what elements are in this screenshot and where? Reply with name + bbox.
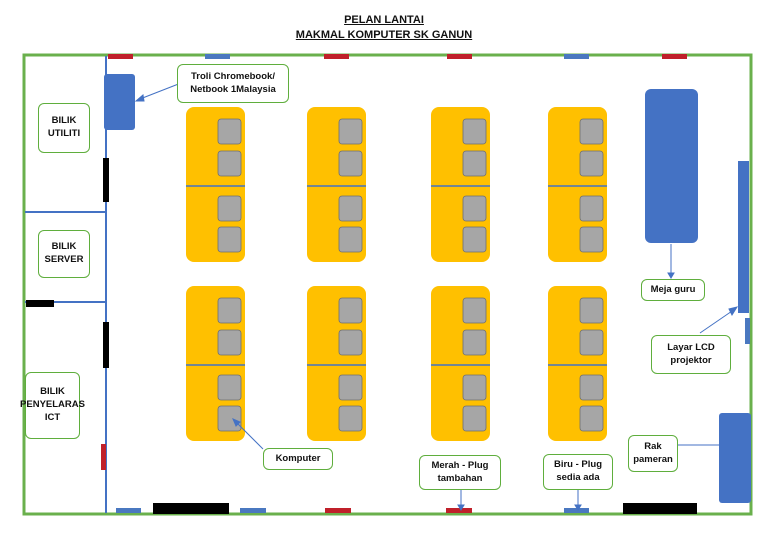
computer-unit: [462, 195, 487, 222]
room-label-ict-coordinator: BILIK PENYELARAS ICT: [20, 372, 85, 439]
plan-title: PELAN LANTAI: [344, 14, 424, 26]
callout-computer: Komputer: [263, 448, 333, 470]
door-utility: [103, 158, 109, 202]
computer-table: [186, 286, 245, 441]
computer-unit: [579, 226, 604, 253]
callout-display-rack: Rak pameran: [628, 435, 678, 472]
computer-table: [431, 286, 490, 441]
computer-table: [186, 107, 245, 262]
computer-unit: [579, 150, 604, 177]
plug-red: [446, 508, 472, 513]
callout-blue-plug: Biru - Plug sedia ada: [543, 454, 613, 490]
plug-red: [662, 54, 687, 59]
door-ict: [103, 322, 109, 368]
door-main-right: [623, 503, 697, 514]
computer-unit: [462, 374, 487, 401]
callout-lcd-screen: Layar LCD projektor: [651, 335, 731, 374]
computer-unit: [579, 118, 604, 145]
computer-table: [431, 107, 490, 262]
computer-unit: [579, 195, 604, 222]
computer-table: [548, 286, 607, 441]
lcd-screen: [738, 161, 749, 313]
computer-unit: [217, 405, 242, 432]
computer-unit: [338, 405, 363, 432]
outer-wall: [22, 53, 753, 516]
computer-unit: [579, 329, 604, 356]
teacher-desk: [645, 89, 698, 243]
computer-unit: [579, 297, 604, 324]
plug-blue: [116, 508, 141, 513]
computer-unit: [217, 329, 242, 356]
room-label-utility: BILIK UTILITI: [38, 103, 90, 153]
computer-unit: [338, 118, 363, 145]
computer-unit: [338, 226, 363, 253]
computer-unit: [462, 297, 487, 324]
plug-red: [447, 54, 472, 59]
chromebook-trolley: [104, 74, 135, 130]
callout-trolley: Troli Chromebook/ Netbook 1Malaysia: [177, 64, 289, 103]
plug-blue: [240, 508, 266, 513]
room-label-server: BILIK SERVER: [38, 230, 90, 278]
computer-unit: [462, 118, 487, 145]
plug-blue: [564, 54, 589, 59]
plug-blue: [564, 508, 589, 513]
plug-red: [325, 508, 351, 513]
computer-unit: [217, 195, 242, 222]
callout-teacher-desk: Meja guru: [641, 279, 705, 301]
computer-unit: [579, 405, 604, 432]
computer-unit: [338, 195, 363, 222]
computer-tables: [186, 107, 607, 441]
computer-unit: [338, 297, 363, 324]
display-rack: [719, 413, 751, 503]
computer-unit: [217, 150, 242, 177]
callout-red-plug: Merah - Plug tambahan: [419, 455, 501, 490]
computer-unit: [338, 329, 363, 356]
computer-unit: [462, 405, 487, 432]
door-main-left: [153, 503, 229, 514]
computer-unit: [217, 374, 242, 401]
door-server: [26, 300, 54, 307]
plug-blue: [205, 54, 230, 59]
computer-unit: [338, 150, 363, 177]
plug-red: [101, 444, 106, 470]
plan-subtitle: MAKMAL KOMPUTER SK GANUN: [295, 29, 473, 41]
plug-red: [108, 54, 133, 59]
computer-unit: [579, 374, 604, 401]
plug-red: [324, 54, 349, 59]
computer-unit: [462, 226, 487, 253]
computer-unit: [338, 374, 363, 401]
computer-unit: [462, 150, 487, 177]
plug-blue: [745, 318, 750, 344]
computer-unit: [217, 118, 242, 145]
computer-table: [307, 286, 366, 441]
computer-table: [307, 107, 366, 262]
computer-unit: [217, 226, 242, 253]
computer-unit: [462, 329, 487, 356]
computer-unit: [217, 297, 242, 324]
computer-table: [548, 107, 607, 262]
